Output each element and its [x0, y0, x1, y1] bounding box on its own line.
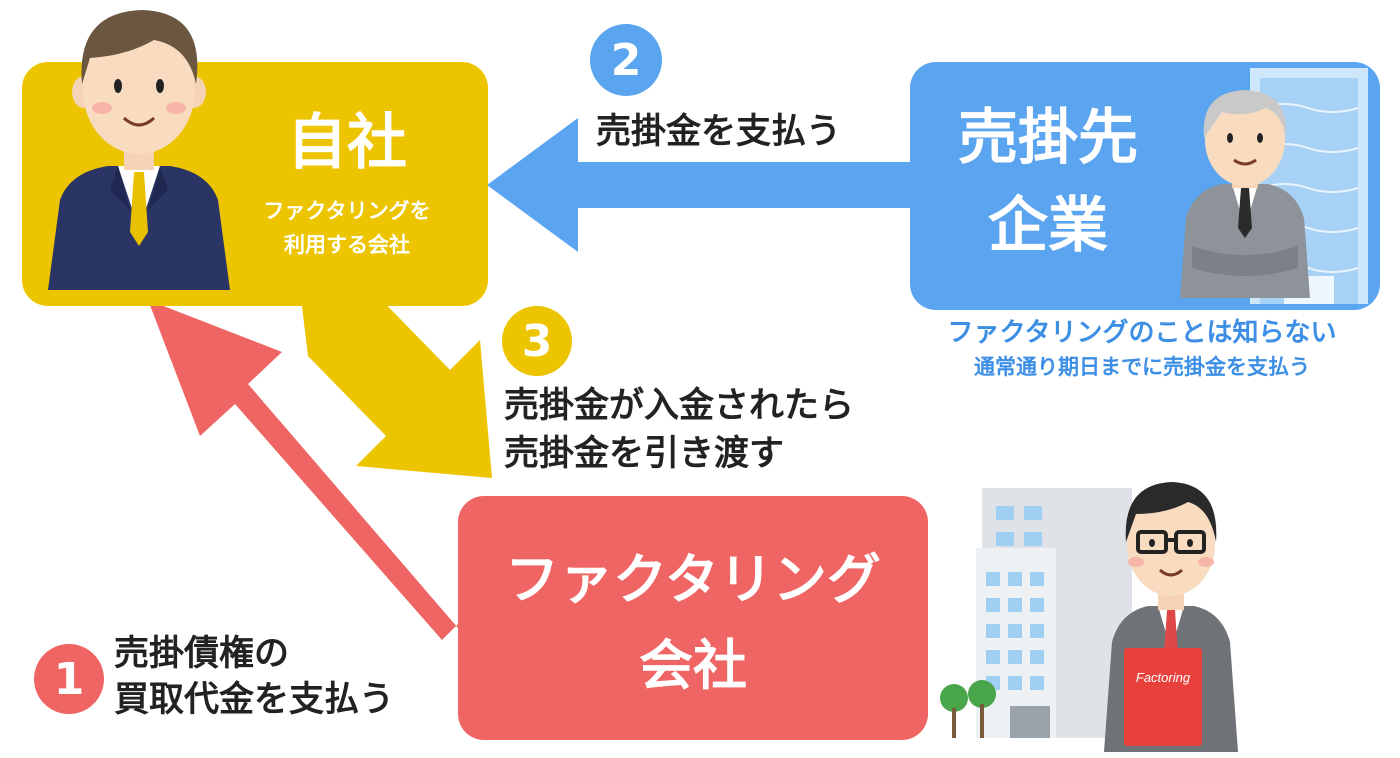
arrow-step-3 [300, 290, 492, 478]
jisha-subtitle-line2: 利用する会社 [284, 233, 410, 257]
node-factoring [458, 496, 928, 740]
senior-businessman-icon [1180, 90, 1310, 298]
factoring-title-line2: 会社 [639, 634, 747, 697]
urikakesaki-title-line2: 企業 [988, 191, 1108, 261]
businessman-icon [48, 10, 230, 290]
folder-label: Factoring [1136, 670, 1191, 685]
step-3-badge: 3 [502, 306, 572, 376]
arrow-step-2 [487, 118, 910, 252]
step-3-label-line2: 売掛金を引き渡す [504, 434, 785, 474]
office-building-icon [940, 488, 1132, 738]
step-1-label-line1: 売掛債権の [114, 634, 290, 674]
urikakesaki-note-line2: 通常通り期日までに売掛金を支払う [974, 355, 1310, 379]
arrow-step-1 [148, 300, 472, 640]
jisha-subtitle-line1: ファクタリングを [263, 199, 431, 223]
glasses-businessman-icon: Factoring [1104, 482, 1238, 752]
step-2-badge: 2 [590, 24, 662, 96]
step-1-badge: 1 [34, 644, 104, 714]
urikakesaki-title-line1: 売掛先 [958, 103, 1138, 173]
step-3-label-line1: 売掛金が入金されたら [504, 386, 855, 426]
factoring-folder-icon [1124, 648, 1202, 746]
step-2-label: 売掛金を支払う [596, 112, 842, 152]
jisha-title: 自社 [287, 108, 407, 178]
step-1-label-line2: 買取代金を支払う [114, 680, 395, 720]
factoring-title-line1: ファクタリング [505, 548, 881, 611]
urikakesaki-note-line1: ファクタリングのことは知らない [947, 318, 1337, 348]
